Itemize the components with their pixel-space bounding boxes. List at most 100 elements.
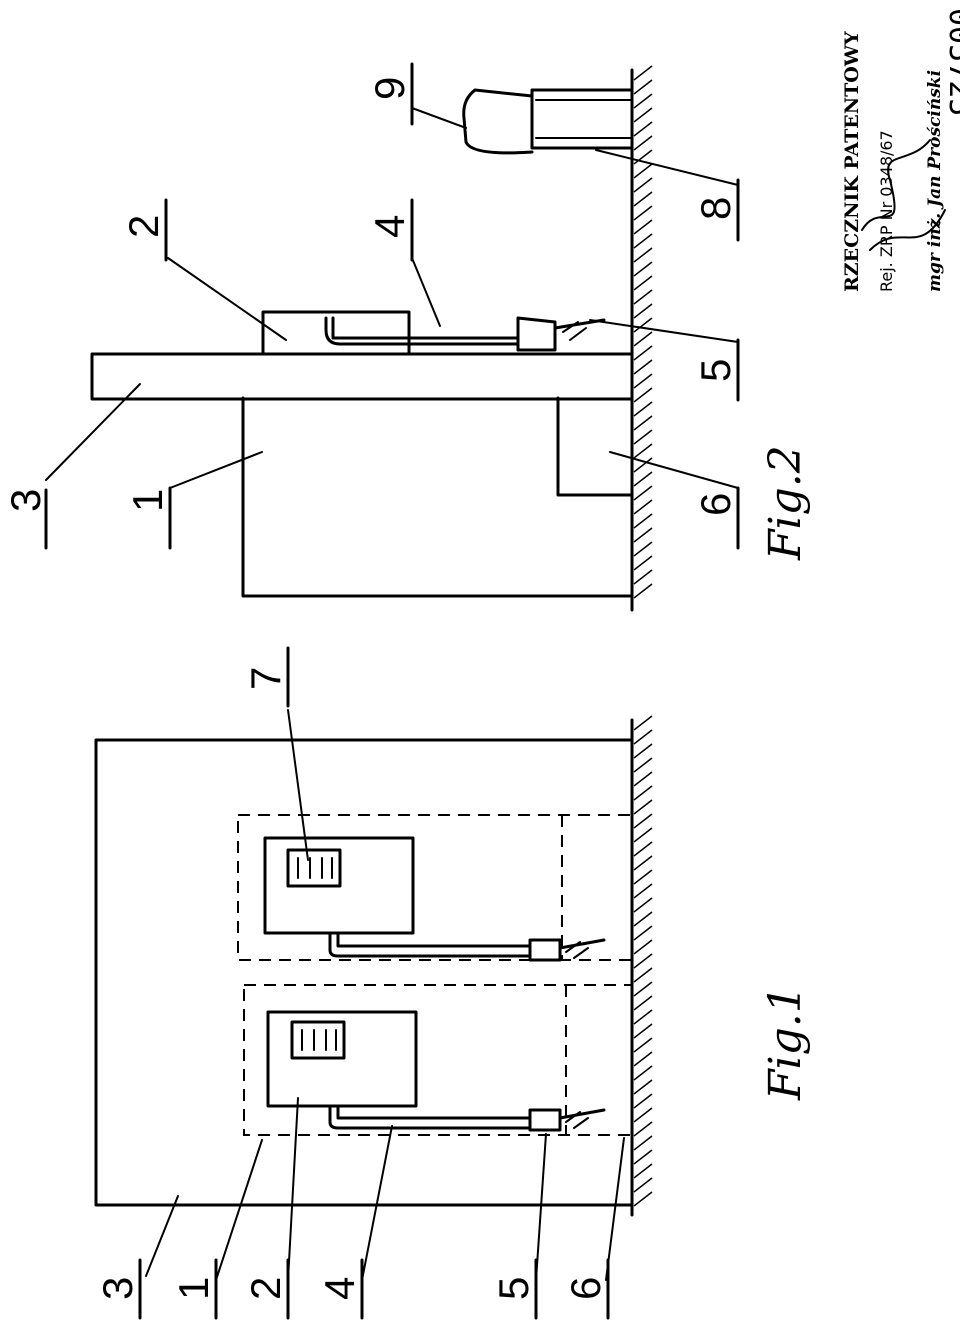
fig1-leader-1: [215, 1139, 263, 1281]
floor-hatch-line: [633, 939, 653, 955]
floor-hatch-line: [633, 1163, 653, 1179]
fig2-unit-2: [261, 310, 411, 356]
floor-hatch-line: [633, 771, 653, 787]
fig2-label-1: 1: [124, 489, 171, 512]
floor-hatch-line: [633, 303, 653, 319]
floor-hatch-line: [633, 757, 653, 773]
floor-hatch-line: [633, 911, 653, 927]
stamp-line-1: RZECZNIK PATENTOWY: [841, 31, 863, 292]
fig1-display-marks-lower: [301, 1029, 337, 1051]
fig2-stand-8: [530, 88, 634, 150]
floor-hatch-line: [633, 715, 653, 731]
floor-hatch-line: [633, 981, 653, 997]
figure-1: 3 1 2 4 5 6 7 Fig.1: [94, 646, 811, 1320]
fig1-nozzle-grip-lower: [573, 1117, 589, 1129]
fig2-leader-9: [411, 107, 467, 129]
floor-hatch-line: [633, 247, 653, 263]
fig2-leader-8: [595, 149, 739, 186]
fig2-wall-3: [90, 352, 634, 401]
floor-hatch-line: [633, 163, 653, 179]
floor-hatch-line: [633, 275, 653, 291]
floor-hatch-line: [633, 331, 653, 347]
floor-hatch-line: [633, 967, 653, 983]
fig1-label-3: 3: [94, 1277, 141, 1300]
floor-hatch-line: [633, 457, 653, 473]
floor-hatch-line: [633, 387, 653, 403]
floor-hatch-line: [633, 261, 653, 277]
fig1-leader-7: [287, 709, 309, 861]
floor-hatch-line: [633, 1093, 653, 1109]
fig2-label-9: 9: [366, 77, 413, 100]
fig1-nozzle-tip-upper: [558, 938, 606, 950]
fig2-label-6: 6: [692, 493, 739, 516]
floor-hatch-line: [633, 953, 653, 969]
floor-hatch-line: [633, 827, 653, 843]
floor-hatch-line: [633, 799, 653, 815]
fig2-label-5: 5: [692, 359, 739, 382]
floor-hatch-line: [633, 925, 653, 941]
floor-hatch-line: [633, 855, 653, 871]
floor-hatch-line: [633, 569, 653, 585]
floor-hatch-line: [633, 135, 653, 151]
floor-hatch-line: [633, 219, 653, 235]
fig1-hose-4-upper: [328, 931, 532, 958]
floor-hatch-line: [633, 205, 653, 221]
floor-hatch-line: [633, 869, 653, 885]
floor-hatch-line: [633, 345, 653, 361]
floor-hatch-line: [633, 233, 653, 249]
fig1-nozzle-5-upper: [528, 938, 562, 962]
floor-hatch-line: [633, 1037, 653, 1053]
fig2-leader-3: [45, 383, 141, 481]
floor-hatch-line: [633, 883, 653, 899]
floor-hatch-line: [633, 1079, 653, 1095]
fig2-label-3: 3: [2, 489, 49, 512]
floor-hatch-line: [633, 121, 653, 137]
fig1-unit-2-lower: [266, 1010, 418, 1108]
floor-hatch-line: [633, 429, 653, 445]
fig2-body-1: [241, 396, 634, 598]
floor-hatch-line: [633, 79, 653, 95]
stamp-line-2: Rej. ZRP Nr 0348/67: [877, 130, 896, 292]
floor-hatch-line: [633, 555, 653, 571]
floor-hatch-line: [633, 1149, 653, 1165]
fig1-label-4: 4: [316, 1277, 363, 1300]
fig2-leader-4: [411, 257, 441, 327]
floor-hatch-line: [633, 317, 653, 333]
floor-hatch-line: [633, 1135, 653, 1151]
fig2-canister-9: [462, 88, 534, 155]
floor-hatch-line: [633, 527, 653, 543]
fig2-nozzle-grip: [569, 327, 587, 341]
floor-hatch-line: [633, 177, 653, 193]
fig1-leader-3: [145, 1195, 179, 1277]
floor-hatch-line: [633, 191, 653, 207]
fig2-label-bars: [44, 62, 740, 550]
floor-hatch-line: [633, 541, 653, 557]
fig1-label-5: 5: [490, 1277, 537, 1300]
fig1-nozzle-tip-lower: [558, 1108, 606, 1120]
document-number: 005725: [942, 8, 960, 116]
floor-hatch-line: [633, 373, 653, 389]
floor-hatch-line: [633, 65, 653, 81]
floor-hatch-line: [633, 485, 653, 501]
floor-hatch-line: [633, 401, 653, 417]
floor-hatch-line: [633, 107, 653, 123]
floor-hatch-line: [633, 1051, 653, 1067]
floor-hatch-line: [633, 583, 653, 599]
fig2-label-2: 2: [120, 215, 167, 238]
fig1-display-7-upper: [286, 848, 342, 888]
signature: [861, 139, 946, 251]
floor-hatch-line: [633, 785, 653, 801]
fig1-wall-3: [94, 738, 634, 1207]
fig2-caption: Fig.2: [760, 445, 811, 561]
fig1-nozzle-5-lower: [528, 1108, 562, 1132]
fig1-nozzle-grip-lower: [565, 1111, 581, 1123]
fig1-floor-hatching: [633, 715, 653, 1207]
fig2-label-4: 4: [366, 215, 413, 238]
fig1-label-2: 2: [242, 1277, 289, 1300]
fig1-hose-4-lower: [328, 1104, 532, 1130]
fig2-leader-6: [609, 451, 739, 489]
floor-hatch-line: [633, 1107, 653, 1123]
floor-hatch-line: [633, 1023, 653, 1039]
fig2-leader-2: [167, 257, 287, 341]
fig1-bay-lower: [243, 984, 633, 1136]
